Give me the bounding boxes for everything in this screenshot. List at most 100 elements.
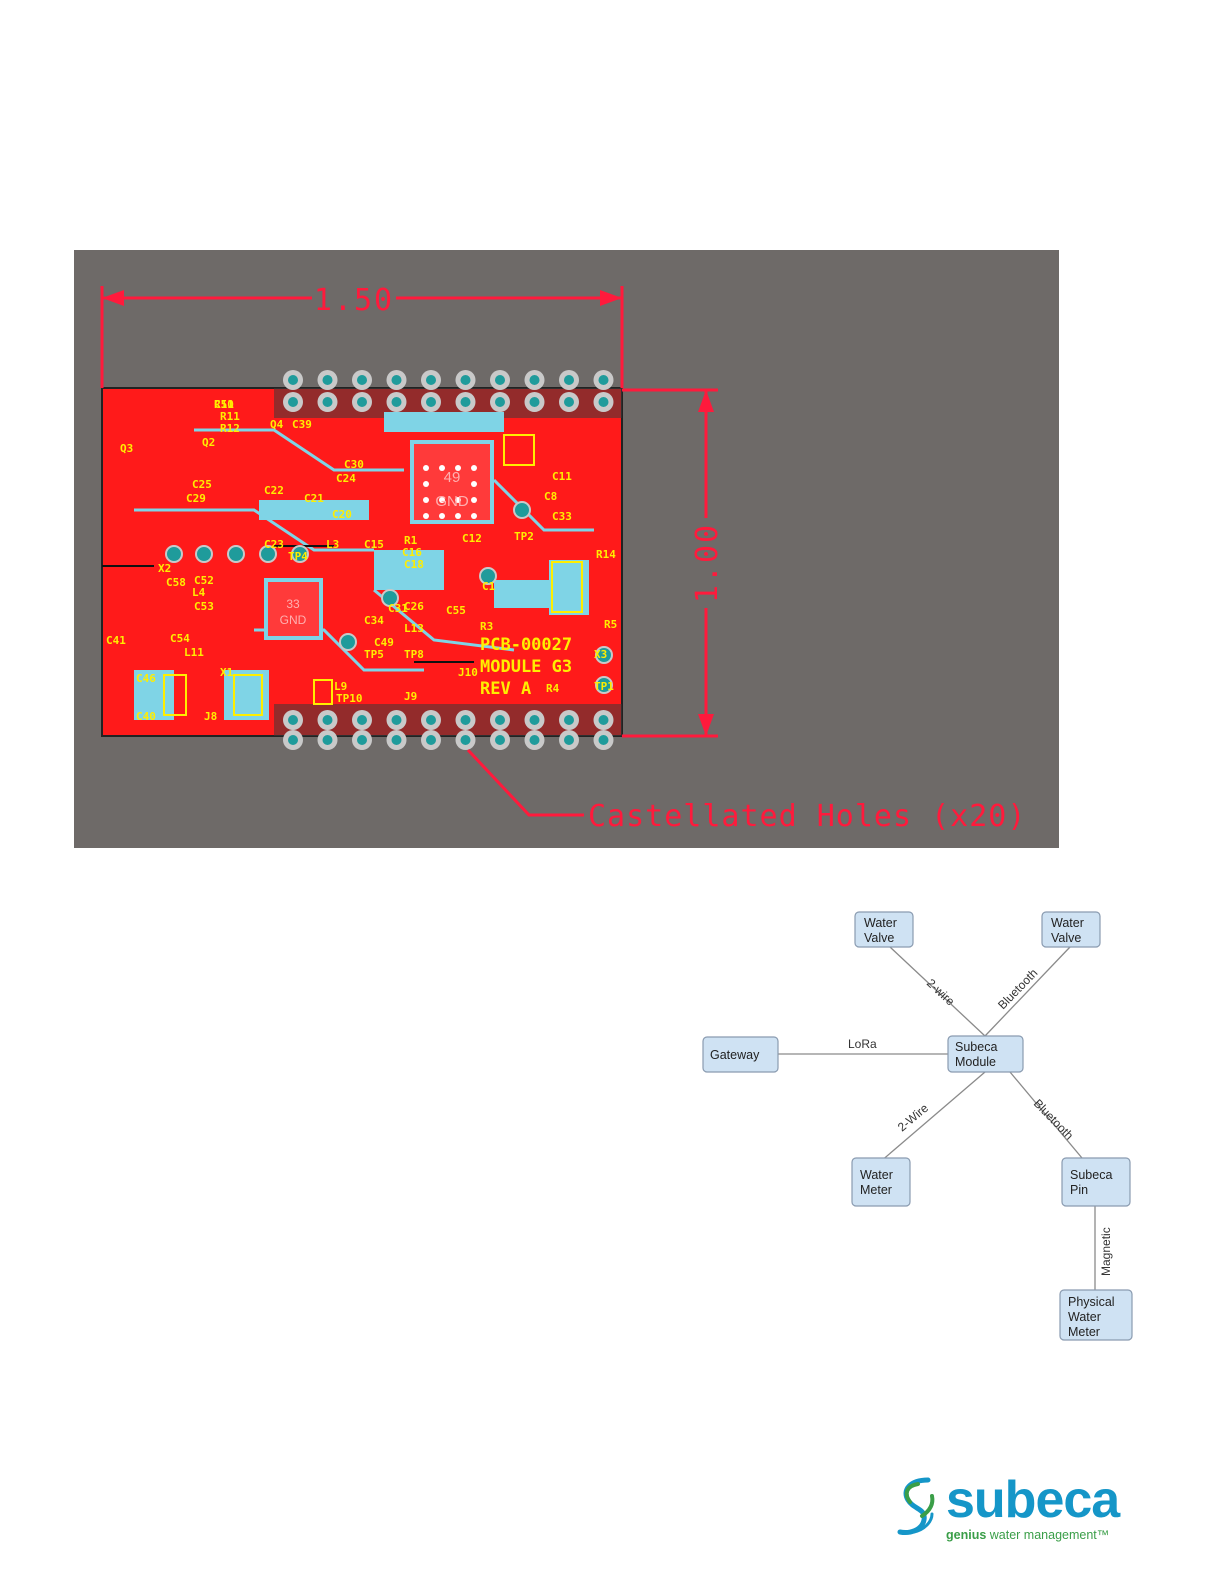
subeca-tagline: genius water management™ [946,1528,1109,1542]
pcb-layout-image: 49 GND 33 GND PCB-00027 MODULE G3 REV [74,250,1059,848]
designator-label: C51 [214,398,234,411]
designator-label: C15 [364,538,384,551]
designator-label: TP4 [288,550,308,563]
node-text: Water [1051,916,1084,930]
castellated-hole-drill [460,397,471,407]
castellated-hole-drill [322,397,333,407]
node-text: Module [955,1055,996,1069]
subeca-logo-icon [897,1477,935,1535]
edge-label-bluetooth-2: Bluetooth [1031,1096,1076,1142]
castellated-hole-drill [288,715,298,725]
designator-label: C29 [186,492,206,505]
designator-label: C41 [106,634,126,647]
edge-label-2-wire-meter: 2-Wire [895,1101,931,1135]
node-text: Water [864,916,897,930]
designator-label: C31 [388,602,408,615]
designator-label: C26 [404,600,424,613]
node-subeca-pin: Subeca Pin [1061,1157,1131,1207]
designator-label: R10 [214,398,234,411]
designator-label: C12 [462,532,482,545]
designator-label: C21 [304,492,324,505]
node-water-meter: Water Meter [851,1157,911,1207]
node-text: Valve [864,931,894,945]
designator-label: R12 [220,422,240,435]
castellated-holes [283,370,614,750]
castellated-hole-drill [357,715,367,725]
node-text: Pin [1070,1183,1088,1197]
castellated-hole-drill [322,735,333,745]
designator-label: C18 [404,558,424,571]
edge-pin-physical: Magnetic [1094,1206,1113,1290]
castellated-hole-drill [529,397,540,407]
castellated-hole-drill [529,735,540,745]
main-chip-gnd-label: GND [435,493,469,510]
castellated-hole-drill [357,397,367,407]
width-dimension [100,286,624,388]
edge-valve-left-module: 2-wire [889,946,986,1037]
designator-label: C58 [166,576,186,589]
edge-label-magnetic: Magnetic [1099,1227,1113,1276]
designator-label: J8 [204,710,217,723]
designator-label: C52 [194,574,214,587]
edge-valve-right-module: Bluetooth [984,946,1071,1037]
designator-label: R14 [596,548,616,561]
castellated-hole-drill [598,375,609,385]
castellated-hole-drill [598,735,609,745]
designator-label: TP10 [336,692,363,705]
castellated-hole-drill [598,397,609,407]
connectivity-diagram: 2-wire Bluetooth LoRa 2-Wire Bluetooth M… [702,911,1133,1341]
castellated-hole-drill [460,715,471,725]
node-subeca-module: Subeca Module [947,1035,1024,1073]
designator-label: J10 [458,666,478,679]
designator-label: Q4 [270,418,284,431]
node-text: Subeca [955,1040,997,1054]
designator-label: C24 [336,472,356,485]
designator-label: C39 [292,418,312,431]
subeca-wordmark: subeca [946,1471,1120,1529]
designator-label: C11 [552,470,572,483]
castellated-hole-drill [426,397,436,407]
castellated-hole-drill [391,397,402,407]
second-chip-gnd-label: GND [280,613,307,627]
designator-label: R3 [480,620,493,633]
designator-label: C33 [552,510,572,523]
designator-label: C22 [264,484,284,497]
revision-label: REV A [480,679,531,699]
castellated-hole-drill [495,735,505,745]
node-text: Valve [1051,931,1081,945]
designator-label: TP5 [364,648,384,661]
castellated-hole-drill [288,735,298,745]
designator-label: C23 [264,538,284,551]
designator-label: C54 [170,632,190,645]
designator-label: L11 [184,646,204,659]
castellated-hole-drill [426,375,436,385]
castellated-hole-drill [322,375,333,385]
castellated-hole-drill [495,397,505,407]
castellated-hole-drill [564,397,574,407]
castellated-hole-drill [529,715,540,725]
designator-label: TP2 [514,530,534,543]
pcb-board: 49 GND 33 GND PCB-00027 MODULE G3 REV [101,387,623,737]
castellated-hole-drill [426,735,436,745]
edge-gateway-module: LoRa [778,1037,948,1055]
castellated-hole-drill [598,715,609,725]
part-number-label: PCB-00027 [480,635,572,655]
castellated-hole-drill [564,715,574,725]
designator-label: L13 [404,622,424,635]
designator-label: C34 [364,614,384,627]
designator-label: C55 [446,604,466,617]
edge-label-lora: LoRa [848,1037,877,1051]
node-water-valve-right: Water Valve [1041,911,1101,948]
designator-label: C8 [544,490,557,503]
designator-label: C30 [344,458,364,471]
designator-label: J9 [404,690,417,703]
castellated-hole-drill [391,715,402,725]
castellated-hole-drill [460,735,471,745]
designator-label: Q3 [120,442,133,455]
width-dimension-label: 1.50 [314,283,394,318]
tagline-bold: genius [946,1528,987,1542]
designator-label: X2 [158,562,171,575]
designator-label: L9 [334,680,347,693]
second-chip: 33 GND [264,578,323,640]
designator-label: C16 [402,546,422,559]
